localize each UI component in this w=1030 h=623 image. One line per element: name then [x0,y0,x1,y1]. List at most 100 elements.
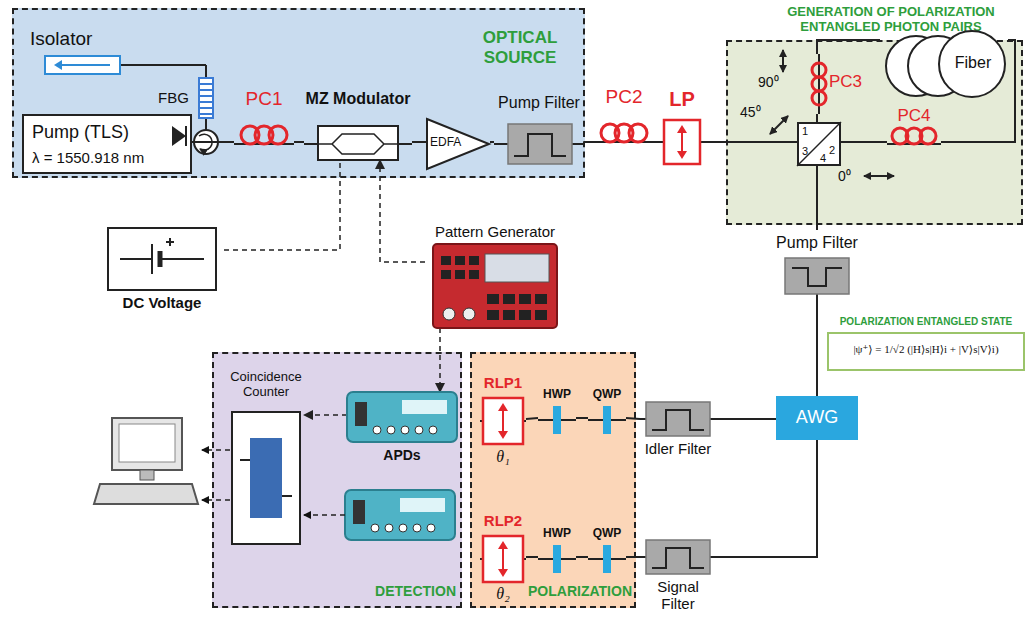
node-text: 2 [829,144,838,157]
node-text: PC4 [887,106,941,126]
region-fills [12,8,1023,608]
node-text: θ₂ [480,585,526,603]
node-text: LP [660,88,704,111]
node-text: PC2 [594,86,654,108]
linear-polarizer: LP [660,86,704,166]
edfa-amplifier: EDFA [426,118,490,170]
fiber-link [192,141,234,143]
polarization-controller: PC4 [887,112,941,156]
coincidence-counter: Coincidence Counter [228,368,304,548]
fiber-link [626,556,640,558]
node-text: Signal Filter [640,578,716,613]
part-label: 45⁰ [740,104,761,120]
fiber-link [816,298,818,396]
polarization-controller: PC1 [234,88,294,154]
node-text: Pump (TLS) [32,122,160,143]
node-text: θ₁ [480,448,526,466]
polarization-arrows [770,50,894,176]
node-text: λ = 1550.918 nm [32,149,182,166]
fiber-link [816,166,818,230]
node-text: MZ Modulator [304,90,412,108]
fiber-link [816,114,818,122]
dc-voltage-source: DC Voltage [100,228,224,316]
node-text: Idler Filter [640,440,716,457]
rotating-polarizer: RLP2 θ₂ [480,506,526,606]
fiber-link [526,556,538,558]
node-text: AWG [776,407,858,428]
quarter-wave-plate: QWP [588,527,626,577]
node-text: OPTICAL SOURCE [464,28,576,67]
signal-line [380,160,425,262]
notch-pump-filter: Pump Filter [770,230,864,298]
polarization-beam-splitter: 1234 [797,122,841,166]
part-label: FBG [158,89,189,106]
fiber-link [704,141,797,143]
fiber-link [294,141,304,143]
node-text: Pattern Generator [425,223,565,240]
node-text: QWP [586,388,628,402]
signal-line [304,414,347,416]
source-region: OPTICAL SOURCEPump (TLS)λ = 1550.918 nmP… [12,8,585,178]
node-text: |ψ⁺⟩ = 1/√2 (|H⟩s|H⟩i + |V⟩s|V⟩i) [832,343,1020,356]
fiber-link [817,40,880,54]
fiber-link [576,417,588,419]
mz-modulator: MZ Modulator [304,88,412,160]
node-text: 1 [802,125,811,138]
signal-line [224,160,340,250]
idler-filter: Idler Filter [640,402,716,478]
node-text: RLP2 [480,512,526,529]
fiber-link [576,556,588,558]
node-text: POLARIZATION [512,583,632,599]
pump-laser: Pump (TLS) λ = 1550.918 nm [22,114,192,174]
node-text: APDs [347,447,457,463]
node-text: HWP [536,527,578,541]
fiber-link [490,141,494,143]
rotating-polarizer: RLP1 θ₁ [480,368,526,472]
signal-line [439,328,441,392]
fiber-link [626,418,640,419]
node-text: POLARIZATION ENTANGLED STATE [826,316,1026,328]
node-text: Pump Filter [494,94,584,112]
polarization-region: POLARIZATION RLP1 θ₁ HWP QWP RLP2 θ₂ HWP QWP [470,352,636,608]
awg-demultiplexer: AWG [776,396,858,440]
node-text: PC1 [234,88,294,110]
polarization-controller: PC3 [802,54,866,114]
node-text: RLP1 [480,374,526,391]
half-wave-plate: HWP [538,388,576,438]
pump-filter: Pump Filter [494,86,584,164]
fiber-link [716,418,776,420]
avalanche-photodiode: APDs [347,392,457,468]
node-text: DETECTION [334,583,456,599]
node-text: GENERATION OF POLARIZATION ENTANGLED PHO… [758,5,1024,35]
part-label: 90⁰ [758,74,779,90]
fbg-grating [199,78,213,118]
node-text: HWP [536,388,578,402]
fiber-link [584,141,594,143]
fiber-link [412,141,426,143]
apd-device [345,490,455,540]
fiber-spool: Fiber [880,30,1008,98]
node-text: DC Voltage [100,294,224,311]
entangled-state-box: POLARIZATION ENTANGLED STATE |ψ⁺⟩ = 1/√2 … [826,316,1026,372]
part-label: Isolator [30,28,92,50]
quarter-wave-plate: QWP [588,388,626,438]
fiber-link [526,418,538,419]
fiber-link [654,141,660,143]
node-text: PC3 [829,72,866,92]
polarization-controller: PC2 [594,86,654,152]
part-label: 0⁰ [838,168,851,184]
node-text: Coincidence Counter [228,370,304,400]
signal-filter: Signal Filter [640,540,716,616]
node-text: EDFA [430,136,472,150]
fiber-link [841,141,887,143]
node-text: Pump Filter [770,234,864,252]
detection-region: DETECTION Coincidence CounterAPDs [212,352,462,608]
half-wave-plate: HWP [538,527,576,577]
node-text: QWP [586,527,628,541]
pattern-generator: Pattern Generator [425,222,565,328]
computer-icon [94,418,198,504]
node-text: 3 [802,145,811,158]
generation-region: GENERATION OF POLARIZATION ENTANGLED PHO… [726,40,1023,225]
fiber-link [716,440,817,557]
node-text: Fiber [950,54,996,72]
